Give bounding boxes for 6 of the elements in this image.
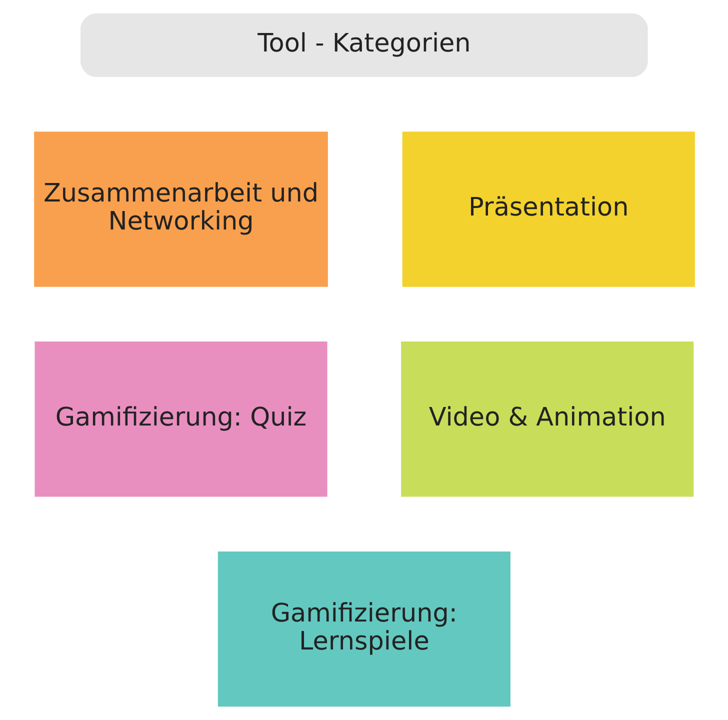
node-box: Gamifizierung: Quiz <box>34 342 327 497</box>
node-box: Zusammenarbeit und Networking <box>34 132 328 287</box>
node-box: Präsentation <box>402 132 694 287</box>
node-box: Gamifizierung: Lernspiele <box>217 551 510 707</box>
node-box: Video & Animation <box>400 342 694 497</box>
node-box: Tool - Kategorien <box>80 13 648 77</box>
